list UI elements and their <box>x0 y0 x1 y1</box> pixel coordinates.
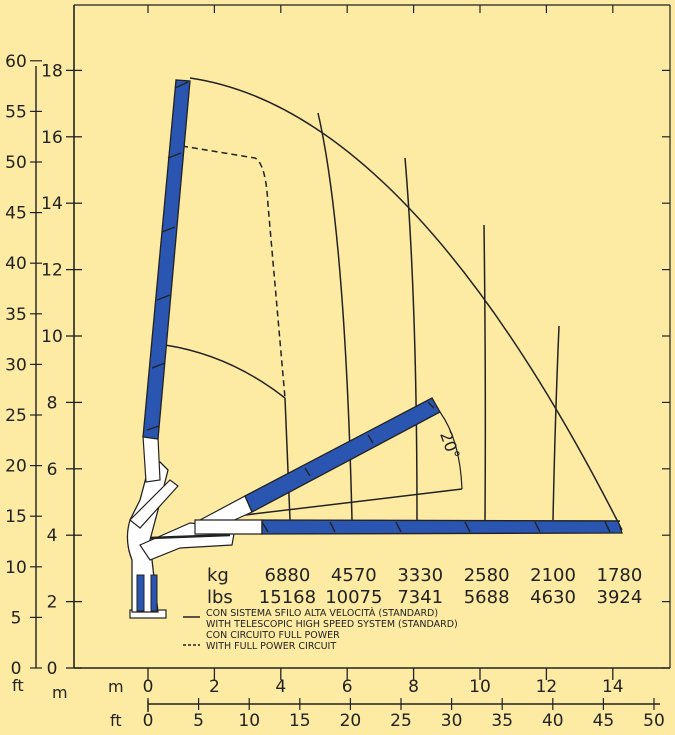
outrigger-leg-right <box>150 574 158 612</box>
tick-label-left-ft: 40 <box>5 254 27 274</box>
outer-envelope-arc <box>189 77 623 531</box>
load-kg-value: 6880 <box>265 565 311 586</box>
tick-label-bottom-m: 0 <box>143 677 154 697</box>
tick-label-bottom-ft: 10 <box>238 711 260 731</box>
axis-ticks <box>30 5 670 710</box>
tick-label-bottom-ft: 50 <box>643 711 665 731</box>
tick-label-left-m: 0 <box>47 659 58 679</box>
load-kg-value: 2100 <box>530 565 576 586</box>
tick-label-left-ft: 60 <box>5 52 27 72</box>
angle-callout: 20° <box>436 411 464 490</box>
tick-label-left-ft: 50 <box>5 153 27 173</box>
unit-bottom-ft: ft <box>110 711 122 730</box>
tick-label-bottom-ft: 25 <box>390 711 412 731</box>
load-lbs-value: 5688 <box>464 587 510 608</box>
radius-line-10m <box>483 224 487 521</box>
legend-solid-text-2: WITH TELESCOPIC HIGH SPEED SYSTEM (STAND… <box>206 619 458 630</box>
tick-label-bottom-m: 2 <box>209 677 220 697</box>
outrigger-leg-left <box>136 574 145 612</box>
load-kg-value: 4570 <box>331 565 377 586</box>
legend-dashed-text-2: WITH FULL POWER CIRCUIT <box>206 641 336 652</box>
tick-label-left-ft: 25 <box>5 406 27 426</box>
lbs-label: lbs <box>207 587 233 608</box>
tick-label-bottom-ft: 30 <box>441 711 463 731</box>
load-kg-value: 3330 <box>397 565 443 586</box>
tick-label-left-m: 8 <box>47 393 58 413</box>
tick-label-left-ft: 20 <box>5 457 27 477</box>
tick-label-bottom-ft: 20 <box>340 711 362 731</box>
tick-label-bottom-m: 4 <box>275 677 286 697</box>
tick-label-bottom-m: 6 <box>342 677 353 697</box>
inner-envelope-arc <box>164 344 286 399</box>
load-lbs-value: 10075 <box>325 587 382 608</box>
tick-label-bottom-ft: 35 <box>491 711 513 731</box>
tick-label-left-m: 10 <box>41 327 63 347</box>
axis-labels: 1816141210864206055504540353025201510500… <box>5 52 665 731</box>
tick-label-left-ft: 45 <box>5 204 27 224</box>
tick-label-bottom-ft: 45 <box>593 711 615 731</box>
kg-label: kg <box>207 565 229 586</box>
legend-solid-text-1: CON SISTEMA SFILO ALTA VELOCITÀ (STANDAR… <box>206 607 438 619</box>
tick-label-bottom-m: 10 <box>469 677 491 697</box>
tick-label-left-ft: 10 <box>5 558 27 578</box>
tick-label-left-ft: 55 <box>5 102 27 122</box>
tick-label-bottom-ft: 0 <box>143 711 154 731</box>
tick-label-bottom-ft: 40 <box>542 711 564 731</box>
tick-label-left-ft: 0 <box>11 659 22 679</box>
legend-dashed-text-1: CON CIRCUITO FULL POWER <box>206 630 340 641</box>
load-kg-value: 1780 <box>597 565 643 586</box>
boom-horizontal-blue-section <box>261 519 623 535</box>
crane-base <box>126 461 236 619</box>
tick-label-bottom-m: 8 <box>408 677 419 697</box>
boom-horizontal-white-section <box>194 519 263 535</box>
legend: CON SISTEMA SFILO ALTA VELOCITÀ (STANDAR… <box>183 607 458 652</box>
boom-inclined <box>199 397 441 533</box>
radius-line-8m <box>404 157 418 521</box>
radius-line-12m <box>552 325 560 521</box>
tick-label-left-m: 6 <box>47 460 58 480</box>
boom-vertical-blue-section <box>142 79 191 440</box>
unit-bottom-m: m <box>108 677 124 696</box>
tick-label-bottom-m: 12 <box>536 677 558 697</box>
boom-horizontal <box>194 519 623 535</box>
tick-label-left-m: 16 <box>41 128 63 148</box>
tick-label-bottom-ft: 15 <box>289 711 311 731</box>
tick-label-left-m: 12 <box>41 261 63 281</box>
unit-left-ft: ft <box>12 676 24 695</box>
tick-label-left-m: 4 <box>47 526 58 546</box>
load-lbs-value: 15168 <box>259 587 316 608</box>
tick-label-left-m: 2 <box>47 593 58 613</box>
working-range-curves <box>164 77 623 531</box>
tick-label-left-ft: 15 <box>5 507 27 527</box>
unit-left-m: m <box>52 683 68 702</box>
cylinder-link <box>129 479 179 529</box>
radius-line-4m <box>284 397 291 521</box>
tick-label-bottom-ft: 5 <box>193 711 204 731</box>
angle-label: 20° <box>436 429 464 462</box>
tick-label-left-ft: 35 <box>5 305 27 325</box>
tick-label-left-ft: 5 <box>11 608 22 628</box>
load-lbs-value: 4630 <box>530 587 576 608</box>
load-lbs-value: 3924 <box>597 587 643 608</box>
load-lbs-value: 7341 <box>397 587 443 608</box>
boom-vertical <box>142 79 191 483</box>
full-power-dashed-curve <box>181 145 286 399</box>
tick-label-left-m: 18 <box>41 61 63 81</box>
tick-label-left-m: 14 <box>41 194 63 214</box>
tick-label-left-ft: 30 <box>5 355 27 375</box>
load-kg-value: 2580 <box>464 565 510 586</box>
boom-vertical-white-section <box>142 435 161 483</box>
tick-label-bottom-m: 14 <box>602 677 624 697</box>
